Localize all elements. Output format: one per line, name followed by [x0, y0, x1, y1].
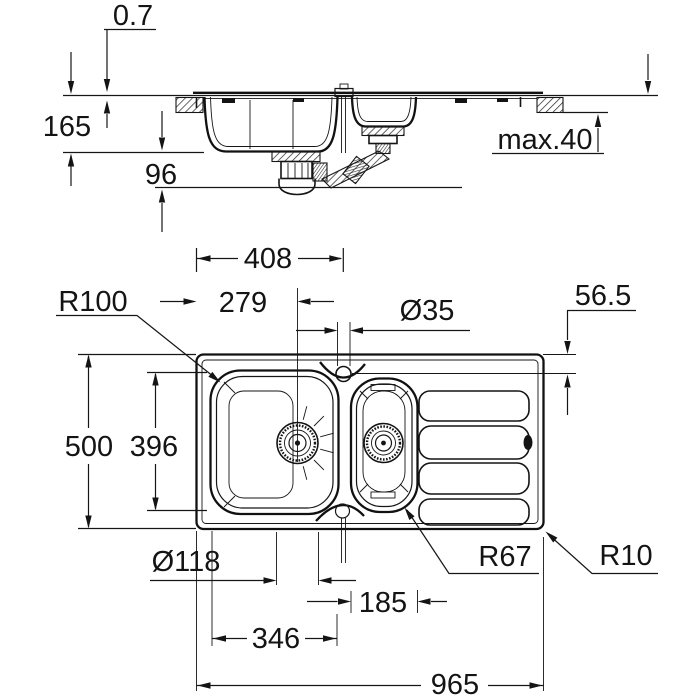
bowl-drain-fan: [302, 406, 334, 480]
tap-ext-below: [341, 518, 346, 563]
dim-tap-hole-diameter: Ø35: [296, 295, 470, 334]
dim-label: Ø35: [400, 295, 455, 327]
top-view: 408 279 Ø35 56.5: [56, 243, 658, 700]
dim-tap-offset: 56.5: [352, 280, 636, 415]
counter-block-right: [536, 96, 564, 114]
dim-label: 408: [244, 243, 292, 275]
small-bowl-outline: [349, 377, 419, 514]
rim-sweep-top: [319, 361, 366, 379]
dim-small-bowl-radius: R67: [404, 507, 539, 575]
mounting-clip: [222, 98, 235, 103]
dim-label: Ø118: [152, 546, 221, 578]
dim-length-to-drain: 279: [160, 287, 334, 319]
tap-boss: [334, 87, 354, 98]
small-waste-body: [368, 134, 398, 145]
dim-label: R100: [58, 286, 127, 318]
dim-main-bowl-width: 346: [211, 531, 338, 655]
dim-label: 500: [65, 431, 113, 463]
waste-body-ribs: [287, 163, 309, 178]
main-waste-body: [280, 160, 313, 180]
sink-inner-rim: [201, 359, 539, 524]
dim-label: 185: [359, 587, 407, 619]
main-bowl-mid-line: [215, 375, 334, 509]
tap-boss-top: [339, 83, 349, 90]
dim-total-length: 965: [196, 531, 544, 700]
main-bowl-inner-profile: [210, 96, 333, 147]
dim-label: R10: [599, 540, 652, 572]
bowl-corner-facets: [223, 381, 236, 508]
small-strainer-flange: [361, 125, 405, 137]
dim-label: 56.5: [575, 280, 631, 312]
dim-width: 500: [65, 353, 196, 530]
dim-label: max.40: [497, 124, 592, 156]
dim-depth: 165: [43, 52, 204, 186]
main-strainer-flange: [271, 150, 321, 163]
drainboard-drain-hole: [523, 435, 533, 450]
dim-label: 965: [431, 669, 479, 700]
dim-label: 96: [145, 159, 177, 191]
dim-length-to-tap: 408: [195, 243, 344, 275]
overflow-hole: [334, 503, 351, 519]
mounting-clip: [497, 98, 508, 102]
small-bowl-outer-profile: [350, 96, 418, 128]
dim-small-bowl-width: 185: [307, 587, 447, 619]
drainboard-grooves: [418, 390, 533, 526]
dim-label: 279: [219, 287, 267, 319]
dim-strainer-diameter: Ø118: [150, 532, 356, 585]
trap-nut: [312, 162, 328, 182]
dim-counter-thickness: max.40: [492, 54, 652, 156]
dim-label: 0.7: [113, 0, 153, 32]
dim-label: R67: [478, 541, 531, 573]
dim-bowl-length: 396: [130, 371, 207, 512]
small-strainer: [363, 422, 404, 464]
small-bowl-facets: [359, 390, 409, 493]
dim-rim-thickness: 0.7: [103, 0, 156, 128]
sink-outline: [195, 353, 545, 531]
dim-drain-height: 96: [145, 111, 177, 232]
small-bowl-tab-bottom: [370, 491, 396, 499]
pipe-nut: [342, 155, 370, 185]
side-view: 0.7 165 96 max.40: [43, 0, 658, 232]
tap-hole: [335, 365, 352, 383]
mounting-clip: [455, 98, 467, 103]
main-bowl-floor: [228, 390, 294, 499]
rim-sweep-bottom: [315, 504, 365, 522]
dim-corner-radius: R10: [545, 531, 658, 575]
main-bowl-outline: [209, 369, 340, 516]
small-bowl-mid-line: [355, 383, 413, 508]
counter-block-left: [175, 96, 204, 114]
dim-label: 396: [130, 431, 178, 463]
small-bowl-tab-top: [370, 384, 396, 391]
small-bowl-inner-profile: [356, 96, 412, 122]
trap-elbow: [278, 178, 316, 196]
mounting-clip: [293, 98, 304, 102]
dim-label: 165: [43, 111, 91, 143]
dim-label: 346: [252, 623, 300, 655]
main-bowl-outer-profile: [203, 96, 339, 153]
dim-main-bowl-radius: R100: [56, 286, 221, 383]
